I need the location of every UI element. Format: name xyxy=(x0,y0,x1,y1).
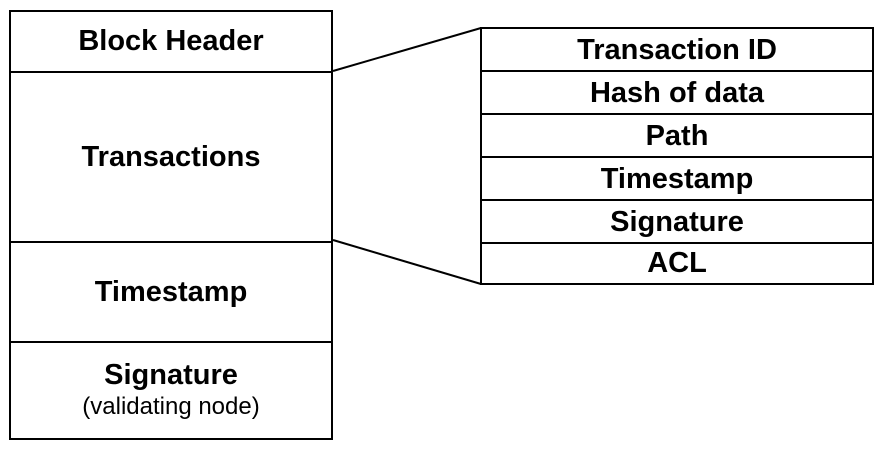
timestamp-label: Timestamp xyxy=(94,275,248,308)
tx-signature-label: Signature xyxy=(610,205,744,238)
signature-cell: Signature (validating node) xyxy=(11,341,331,438)
path-label: Path xyxy=(645,119,709,152)
timestamp-cell: Timestamp xyxy=(11,241,331,342)
signature-sublabel: (validating node) xyxy=(82,392,260,420)
signature-label: Signature xyxy=(104,359,238,392)
transaction-field-row: Transaction ID xyxy=(482,29,872,71)
connector-line-top xyxy=(332,27,482,72)
transaction-detail-box: Transaction ID Hash of data Path Timesta… xyxy=(480,27,874,285)
block-box: Block Header Transactions Timestamp Sign… xyxy=(9,10,333,440)
acl-label: ACL xyxy=(647,247,707,279)
transaction-id-label: Transaction ID xyxy=(577,33,777,66)
transaction-field-row: Path xyxy=(482,113,872,157)
transaction-field-row: Timestamp xyxy=(482,156,872,200)
transactions-label: Transactions xyxy=(81,140,261,173)
block-header-label: Block Header xyxy=(78,25,264,58)
connector-line-bottom xyxy=(332,239,482,285)
hash-of-data-label: Hash of data xyxy=(589,76,765,109)
block-header-cell: Block Header xyxy=(11,12,331,72)
transaction-field-row: Hash of data xyxy=(482,70,872,114)
transaction-field-row: ACL xyxy=(482,242,872,283)
transaction-field-row: Signature xyxy=(482,199,872,243)
transactions-cell: Transactions xyxy=(11,71,331,242)
tx-timestamp-label: Timestamp xyxy=(600,162,754,195)
